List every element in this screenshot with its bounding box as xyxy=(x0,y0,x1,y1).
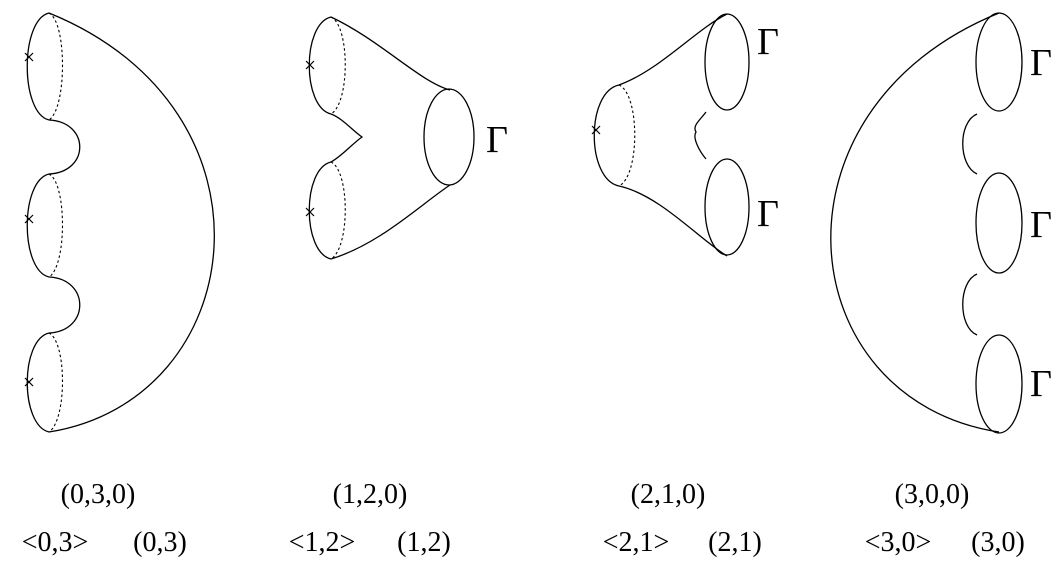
panel-label-pair: (1,2) xyxy=(397,527,451,558)
boundary-circle-gamma xyxy=(704,158,750,256)
surface-bottom-edge xyxy=(330,184,451,260)
panel-3-0-0: Γ Γ Γ (3,0,0) <3,0> (3,0) xyxy=(830,12,1052,558)
panel-label-pair: (2,1) xyxy=(708,527,762,558)
boundary-circle-gamma xyxy=(423,88,475,186)
puncture-mark xyxy=(24,377,34,387)
boundary-circle-2-back xyxy=(48,173,64,278)
surface-bottom-edge xyxy=(618,185,728,257)
puncture-mark xyxy=(305,207,315,217)
puncture-mark xyxy=(591,125,601,135)
panel-label-angle: <2,1> xyxy=(603,527,670,558)
boundary-label-gamma: Γ xyxy=(757,21,779,63)
boundary-label-gamma: Γ xyxy=(1030,363,1052,405)
cusp-1 xyxy=(962,113,978,175)
boundary-circle-2-back xyxy=(330,161,346,260)
cusp xyxy=(694,111,707,160)
boundary-label-gamma: Γ xyxy=(1030,204,1052,246)
surface-top-edge xyxy=(618,13,728,86)
panel-label-angle: <3,0> xyxy=(865,527,932,558)
boundary-circle-gamma xyxy=(975,12,1023,112)
boundary-label-gamma: Γ xyxy=(757,193,779,235)
panel-label-pair: (0,3) xyxy=(133,527,187,558)
boundary-circle-gamma xyxy=(975,334,1023,434)
panel-label-top: (2,1,0) xyxy=(631,479,706,510)
surface-top-edge xyxy=(330,16,451,91)
panel-label-top: (3,0,0) xyxy=(895,479,970,510)
puncture-mark xyxy=(24,52,34,62)
cusp-2 xyxy=(962,273,978,336)
puncture-mark xyxy=(305,60,315,70)
boundary-circle-1-front xyxy=(26,12,50,121)
boundary-circle-2-front xyxy=(308,161,332,260)
cusp-2 xyxy=(48,276,81,334)
panel-label-pair: (3,0) xyxy=(971,527,1025,558)
boundary-circle-3-back xyxy=(48,332,63,433)
boundary-circle-front xyxy=(593,84,620,187)
panel-1-2-0: Γ (1,2,0) <1,2> (1,2) xyxy=(289,16,508,558)
boundary-circle-2-front xyxy=(26,173,50,278)
panel-0-3-0: (0,3,0) <0,3> (0,3) xyxy=(22,12,215,558)
puncture-mark xyxy=(24,214,34,224)
panel-label-angle: <0,3> xyxy=(22,527,89,558)
boundary-circle-gamma xyxy=(975,172,1023,274)
boundary-circle-1-back xyxy=(330,16,346,115)
panel-label-angle: <1,2> xyxy=(289,527,356,558)
panel-label-top: (1,2,0) xyxy=(333,479,408,510)
boundary-circle-gamma xyxy=(704,13,750,111)
boundary-circle-3-front xyxy=(26,332,50,433)
boundary-circle-back xyxy=(618,84,636,187)
panel-2-1-0: Γ Γ (2,1,0) <2,1> (2,1) xyxy=(591,13,779,558)
panel-label-top: (0,3,0) xyxy=(61,479,136,510)
boundary-label-gamma: Γ xyxy=(486,119,508,161)
boundary-circle-1-back xyxy=(48,12,64,121)
surface-outer-arc xyxy=(48,12,215,433)
cusp-1 xyxy=(48,119,81,175)
cusp xyxy=(330,113,364,163)
boundary-label-gamma: Γ xyxy=(1030,42,1052,84)
boundary-circle-1-front xyxy=(308,16,332,115)
surface-outer-arc xyxy=(830,12,1000,433)
